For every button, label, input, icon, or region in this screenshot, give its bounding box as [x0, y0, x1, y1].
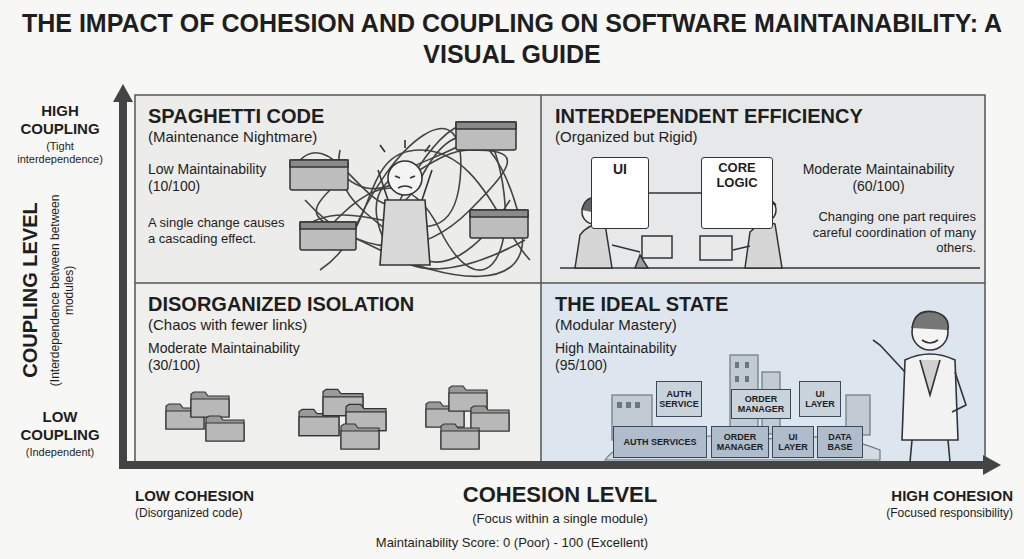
module-label: CORE LOGIC [704, 161, 770, 191]
axis-title: COUPLING LEVEL [18, 190, 42, 390]
axis-label: HIGH COUPLING [8, 102, 112, 138]
quadrant: INTERDEPENDENT EFFICIENCY(Organized but … [541, 95, 985, 283]
quadrant-subtitle: (Maintenance Nightmare) [148, 128, 448, 146]
module-label: AUTH SERVICES [624, 437, 697, 447]
quadrant-heading: INTERDEPENDENT EFFICIENCY [555, 104, 975, 128]
axis-title: (Interdependence between between modules… [48, 185, 77, 395]
service-building: ORDER MANAGER [711, 426, 769, 458]
connector [649, 192, 701, 194]
module-label: AUTH SERVICE [659, 389, 699, 410]
quadrant: THE IDEAL STATE(Modular Mastery) High Mai… [541, 283, 985, 465]
maintainability-score: Low Maintainability (10/100) [148, 161, 276, 195]
service-building: ORDER MANAGER [731, 389, 791, 419]
service-building: AUTH SERVICE [656, 381, 702, 417]
axis-label: (Tight interdependence) [8, 140, 112, 166]
quadrant-subtitle: (Organized but Rigid) [555, 128, 855, 146]
service-building: AUTH SERVICES [613, 426, 707, 458]
module-box: UI [591, 157, 649, 229]
module-label: UI LAYER [802, 389, 838, 410]
maintainability-score: High Maintainability (95/100) [555, 340, 730, 374]
axis-label: LOW COHESION [135, 487, 315, 505]
stressed-developer [378, 140, 432, 265]
module-label: DATA BASE [820, 432, 860, 453]
axis-label: (Disorganized code) [135, 506, 315, 520]
caption: Maintainability Score: 0 (Poor) - 100 (E… [262, 535, 762, 551]
quadrant-note: A single change causes a cascading effec… [148, 215, 288, 246]
module-label: UI LAYER [775, 432, 811, 453]
service-building: UI LAYER [799, 381, 841, 417]
quadrant-heading: THE IDEAL STATE [555, 292, 855, 316]
quadrant-ground [541, 95, 985, 283]
quadrant-heading: SPAGHETTI CODE [148, 104, 538, 128]
module-label: ORDER MANAGER [714, 432, 766, 453]
quadrant-subtitle: (Chaos with fewer links) [148, 316, 448, 334]
diagram-title: THE IMPACT OF COHESION AND COUPLING ON S… [12, 8, 1012, 71]
module-label: ORDER MANAGER [734, 394, 788, 415]
axis-label: (Focused responsibility) [815, 506, 1013, 520]
maintainability-score: Moderate Maintainability (60/100) [781, 161, 976, 195]
axis-label: COHESION LEVEL [330, 482, 790, 508]
service-building: DATA BASE [817, 426, 863, 458]
scattered-folders [166, 386, 509, 449]
quadrant: DISORGANIZED ISOLATION(Chaos with fewer … [135, 283, 541, 465]
module-box: CORE LOGIC [701, 157, 773, 229]
pointing-developer [873, 311, 966, 462]
axis-label: LOW COUPLING [8, 408, 112, 444]
quadrant: SPAGHETTI CODE(Maintenance Nightmare) Low… [135, 95, 541, 283]
axis-label: (Independent) [8, 446, 112, 459]
quadrant-ground [135, 95, 541, 283]
quadrant-ground [135, 283, 541, 465]
service-building: UI LAYER [772, 426, 814, 458]
module-label: UI [613, 161, 627, 177]
quadrant-subtitle: (Modular Mastery) [555, 316, 855, 334]
axis-label: HIGH COHESION [815, 487, 1013, 505]
maintainability-score: Moderate Maintainability (30/100) [148, 340, 348, 374]
quadrant-heading: DISORGANIZED ISOLATION [148, 292, 538, 316]
quadrant-ground [541, 283, 985, 465]
axes [113, 84, 1001, 475]
axis-label: (Focus within a single module) [330, 511, 790, 527]
city-skyline [605, 355, 880, 460]
quadrant-note: Changing one part requires careful coord… [781, 209, 976, 256]
